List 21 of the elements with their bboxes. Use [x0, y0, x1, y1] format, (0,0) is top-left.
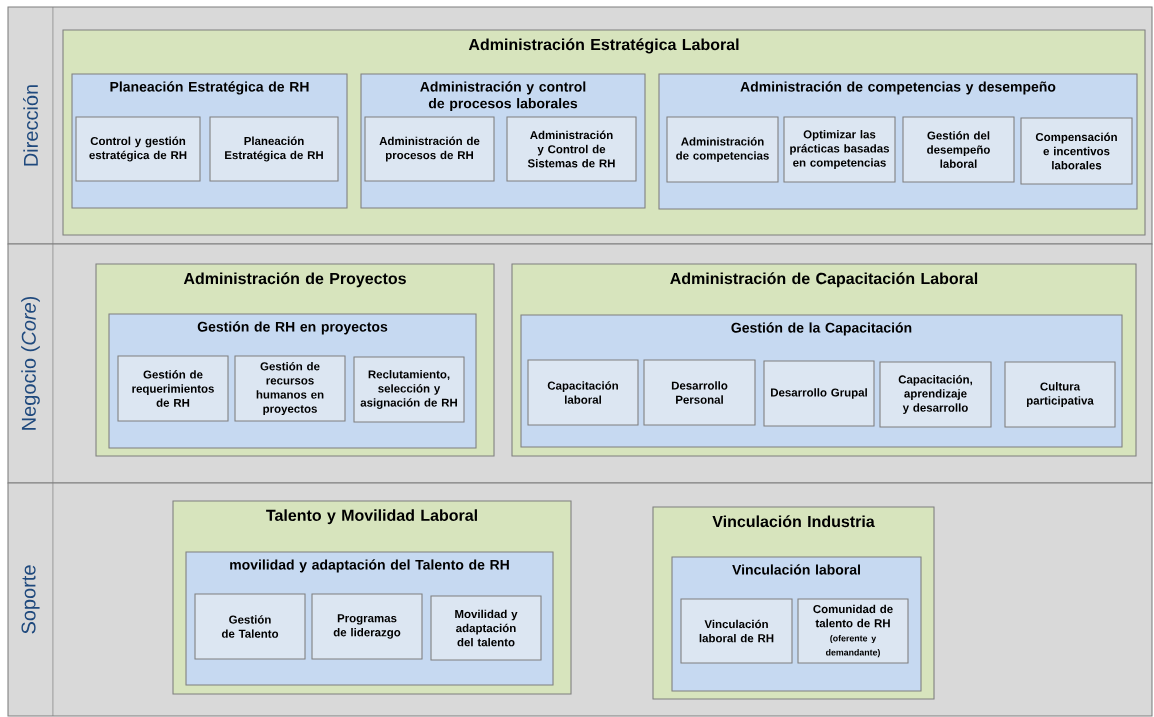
function-box: Gestión de requerimientos de RH — [117, 355, 229, 422]
function-box: Capacitación, aprendizaje y desarrollo — [879, 361, 992, 428]
function-box: Desarrollo Grupal — [763, 360, 875, 427]
function-box: Capacitación laboral — [527, 359, 639, 426]
function-box: Reclutamiento, selección y asignación de RH — [353, 356, 465, 423]
function-box: Gestión de Talento — [194, 593, 306, 660]
function-box: Programas de liderazgo — [311, 593, 423, 660]
function-box: Optimizar las prácticas basadas en competencias — [783, 116, 896, 183]
function-box: Planeación Estratégica de RH — [209, 116, 339, 182]
function-box: Administración de procesos de RH — [364, 116, 495, 182]
function-box: Movilidad y adaptación del talento — [430, 595, 542, 661]
function-box: Compensación e incentivos laborales — [1020, 117, 1133, 185]
function-box: Administración y Control de Sistemas de RH — [506, 116, 637, 182]
function-box: Vinculación laboral de RH — [680, 598, 793, 664]
function-box: Administración de competencias — [666, 116, 779, 183]
function-box: Control y gestión estratégica de RH — [75, 116, 201, 182]
function-box: Gestión de recursos humanos en proyectos — [234, 355, 346, 422]
function-box: Desarrollo Personal — [643, 359, 756, 426]
function-box: Comunidad de talento de RH (oferente y demandante) — [797, 598, 909, 664]
function-box: Cultura participativa — [1004, 361, 1116, 428]
function-box: Gestión del desempeño laboral — [902, 116, 1015, 183]
